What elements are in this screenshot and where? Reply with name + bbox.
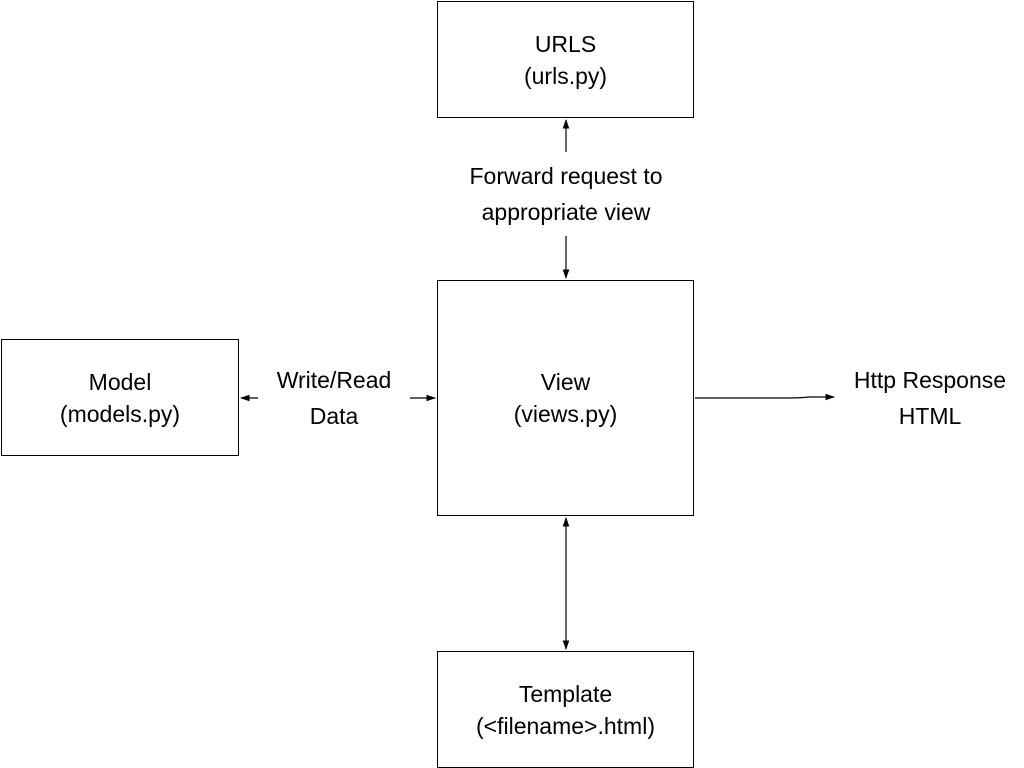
- write-read-line1: Write/Read: [276, 367, 392, 393]
- model-file: (models.py): [59, 400, 181, 427]
- urls-file: (urls.py): [523, 62, 608, 89]
- http-response-label: Http Response HTML: [836, 362, 1024, 434]
- arrow-to-response: [695, 393, 835, 401]
- forward-request-label: Forward request to appropriate view: [440, 158, 692, 230]
- write-read-line2: Data: [309, 403, 359, 429]
- template-title: Template: [518, 680, 613, 707]
- urls-title: URLS: [534, 30, 597, 57]
- model-title: Model: [88, 368, 152, 395]
- view-box: View (views.py): [437, 280, 694, 516]
- urls-box: URLS (urls.py): [437, 1, 694, 118]
- forward-request-line2: appropriate view: [481, 199, 651, 225]
- forward-request-line1: Forward request to: [469, 163, 663, 189]
- view-file: (views.py): [513, 401, 618, 427]
- view-title: View: [540, 369, 591, 395]
- template-box: Template (<filename>.html): [437, 651, 694, 768]
- template-file: (<filename>.html): [476, 712, 655, 739]
- http-response-line2: HTML: [898, 403, 962, 429]
- write-read-data-label: Write/Read Data: [259, 362, 409, 434]
- model-box: Model (models.py): [1, 339, 239, 456]
- http-response-line1: Http Response: [853, 367, 1007, 393]
